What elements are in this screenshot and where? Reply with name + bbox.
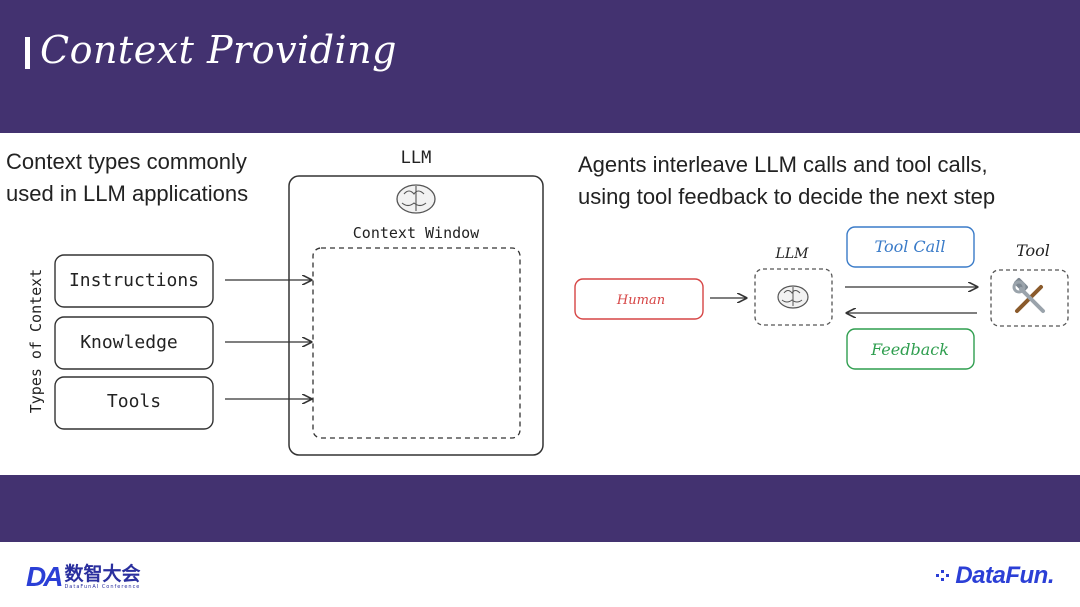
context-type-knowledge: Knowledge: [80, 332, 178, 353]
agent-llm-box: [754, 268, 833, 326]
title-accent-bar: [25, 37, 30, 69]
brain-icon: [396, 184, 436, 214]
human-box: [574, 278, 704, 320]
llm-label: LLM: [401, 148, 432, 168]
tools-box: [54, 376, 214, 430]
right-caption-line1: Agents interleave LLM calls and tool cal…: [578, 152, 988, 177]
datafun-ai-conference-logo: DA 数智大会 DataFunAI Conference: [26, 561, 140, 593]
header-band: Context Providing: [0, 0, 1080, 133]
tool-label: Tool: [1016, 241, 1050, 260]
datafun-logo-text: DataFun.: [955, 562, 1054, 589]
human-label: Human: [616, 293, 665, 308]
context-window-label: Context Window: [353, 224, 480, 242]
knowledge-box: [54, 316, 214, 370]
da-logo-cn: 数智大会: [64, 563, 141, 585]
context-type-tools: Tools: [107, 391, 161, 412]
datafun-dots-icon: [936, 570, 950, 581]
instructions-box: [54, 254, 214, 308]
footer: [0, 542, 1080, 607]
da-logo-letters: DA: [26, 561, 63, 592]
right-caption-line2: using tool feedback to decide the next s…: [578, 184, 996, 209]
hammer-wrench-icon: [1012, 278, 1045, 313]
context-diagram: LLM Context Window Types of Context Inst…: [27, 148, 1069, 456]
llm-box: [288, 175, 544, 456]
feedback-label: Feedback: [870, 340, 949, 359]
diagram-area: Context types commonly used in LLM appli…: [0, 133, 1080, 475]
context-type-instructions: Instructions: [69, 270, 199, 291]
tool-call-label: Tool Call: [875, 237, 946, 256]
feedback-box: [846, 328, 975, 370]
da-logo-en: DataFunAI Conference: [64, 584, 141, 590]
agent-brain-icon: [777, 285, 809, 309]
left-caption-line1: Context types commonly: [6, 149, 247, 174]
left-caption-line2: used in LLM applications: [6, 181, 249, 206]
datafun-logo: DataFun.: [936, 562, 1054, 590]
types-of-context-label: Types of Context: [27, 269, 45, 414]
tool-box: [990, 269, 1069, 327]
agent-llm-label: LLM: [775, 246, 810, 262]
bottom-band: [0, 475, 1080, 542]
tool-call-box: [846, 226, 975, 268]
slide-title: Context Providing: [40, 28, 397, 72]
context-window-box: [312, 247, 521, 439]
